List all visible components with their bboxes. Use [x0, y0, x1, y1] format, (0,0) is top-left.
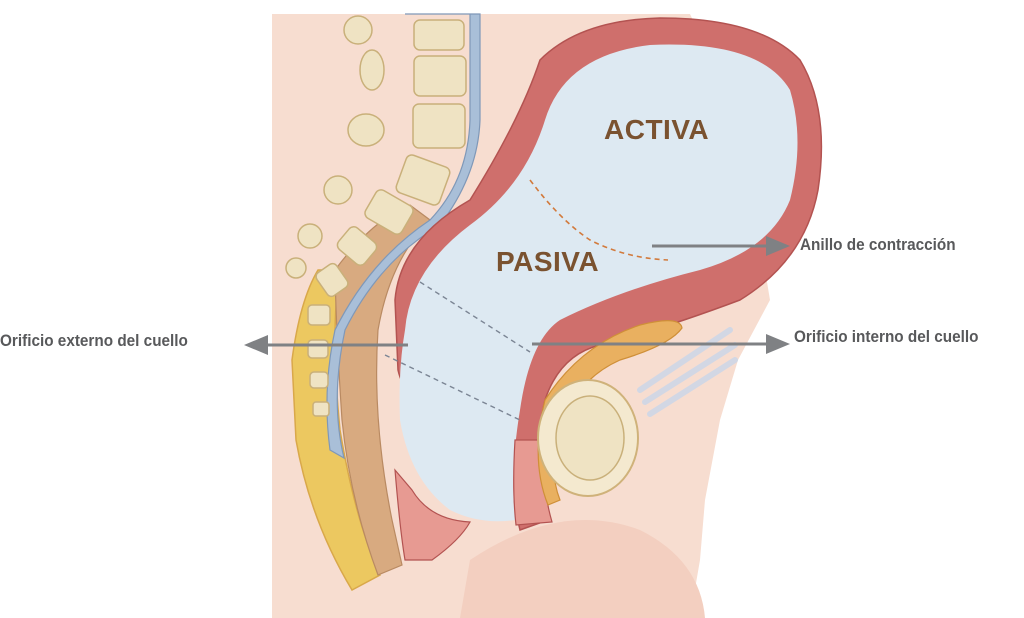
vertebrae: [307, 19, 467, 417]
arrow-orificio-interno: [532, 334, 790, 354]
arrow-anillo: [652, 236, 790, 256]
label-orificio-externo: Orificio externo del cuello: [0, 331, 188, 350]
cervix-posterior-lip: [394, 468, 471, 561]
label-activa: ACTIVA: [604, 114, 710, 145]
arrow-orificio-externo: [244, 335, 408, 355]
contraction-ring-line: [529, 179, 669, 261]
ligament-fibers: [637, 327, 738, 417]
label-anillo-contraccion: Anillo de contracción: [800, 235, 956, 254]
external-os-line: [384, 354, 521, 421]
bladder: [537, 320, 683, 506]
label-pasiva: PASIVA: [496, 246, 600, 277]
internal-os-line: [419, 281, 531, 353]
label-orificio-interno: Orificio interno del cuello: [794, 327, 979, 346]
uterine-cavity: [399, 44, 798, 522]
lower-curve: [460, 520, 705, 618]
spinous-processes: [285, 15, 385, 279]
pubic-bone-inner: [555, 395, 625, 481]
